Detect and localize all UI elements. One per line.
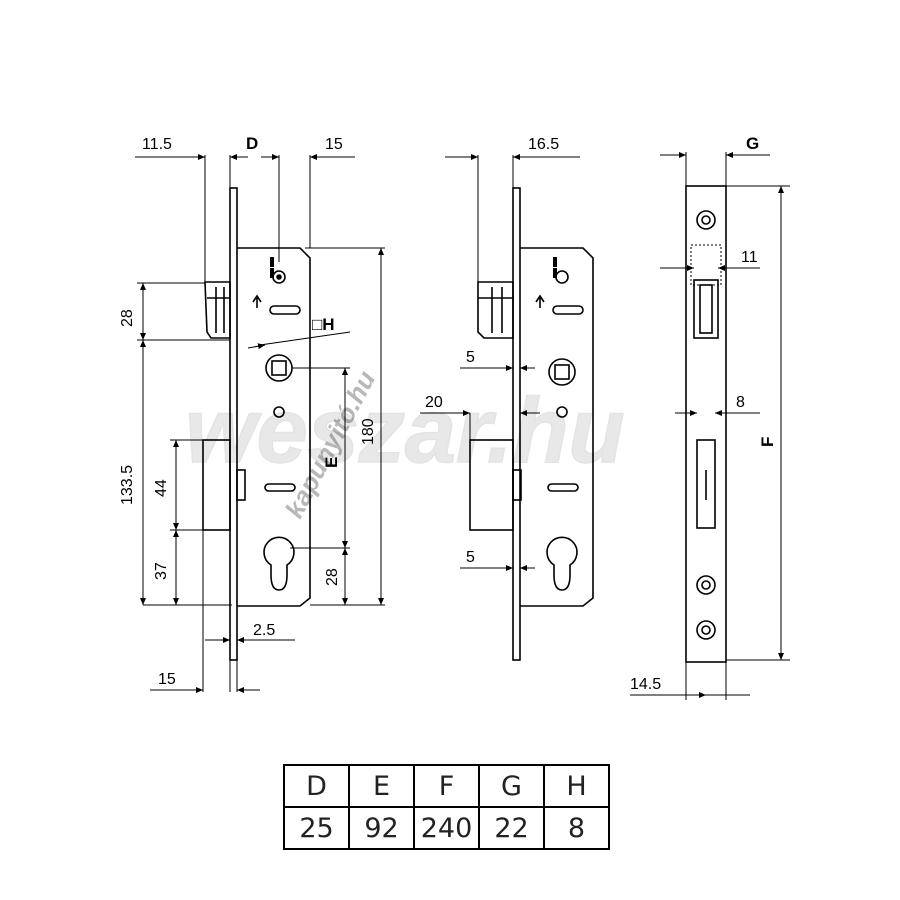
spec-table: D E F G H 25 92 240 22 8 [283,764,610,850]
dim-15-bottom: 15 [158,671,176,688]
spec-value-D: 25 [283,806,350,850]
dim-G: G [746,134,759,153]
spec-header-E: E [348,764,415,808]
spec-table-value-row: 25 92 240 22 8 [283,806,610,850]
dim-37: 37 [153,562,170,580]
lock-front-view [202,187,311,661]
spec-value-H: 8 [543,806,610,850]
dim-44: 44 [153,479,170,497]
spec-header-G: G [478,764,545,808]
spec-value-E: 92 [348,806,415,850]
spec-header-H: H [543,764,610,808]
dim-16-5: 16.5 [528,136,559,153]
dim-H: □H [312,315,335,334]
dim-15-top: 15 [325,136,343,153]
dim-14-5: 14.5 [630,676,661,693]
dim-5-a: 5 [466,349,475,366]
lock-faceplate-view [685,185,727,663]
spec-header-F: F [413,764,480,808]
dim-8: 8 [736,394,745,411]
dim-28-left: 28 [119,309,136,327]
dim-E: E [322,457,341,468]
dim-11: 11 [741,249,758,266]
dim-28-right: 28 [324,568,341,586]
front-view-dimensions [135,154,385,693]
faceplate-view-dimensions [630,152,790,700]
spec-value-F: 240 [413,806,480,850]
spec-value-G: 22 [478,806,545,850]
front-view-2-dimensions [420,154,580,571]
dim-133-5: 133.5 [119,465,136,505]
dim-5-b: 5 [466,549,475,566]
lock-front-view-2 [469,187,594,661]
dimension-labels: 11.5 D 15 16.5 G 28 □H 133.5 44 37 180 E… [119,134,777,693]
dim-180: 180 [360,418,377,445]
spec-table-header-row: D E F G H [283,764,610,808]
dim-11-5: 11.5 [142,136,172,153]
dim-F: F [758,437,777,447]
dim-2-5: 2.5 [253,622,275,639]
dim-D: D [246,134,258,153]
spec-header-D: D [283,764,350,808]
dim-20: 20 [425,394,443,411]
watermark: weszar.hu [184,379,625,483]
svg-text:weszar.hu: weszar.hu [185,380,625,482]
